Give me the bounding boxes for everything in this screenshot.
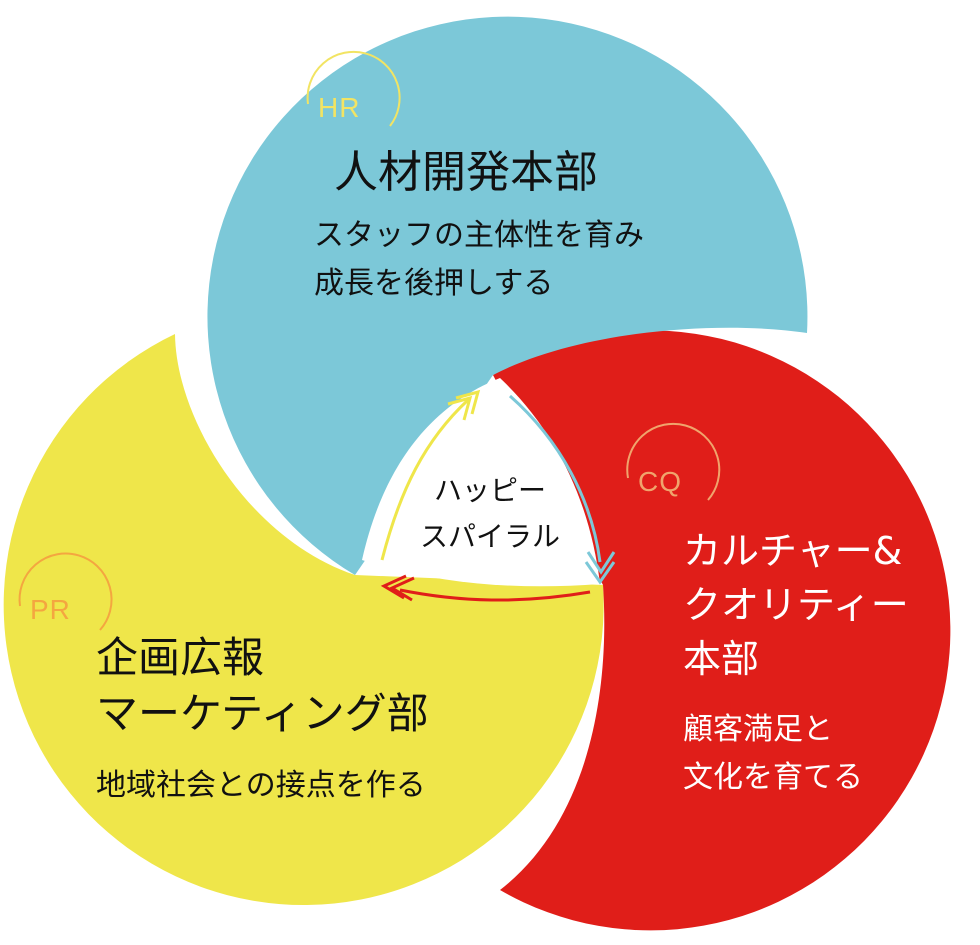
hr-desc-line1: スタッフの主体性を育み — [314, 218, 644, 253]
cq-lobe — [493, 330, 951, 931]
cq-title-line2: クオリティー — [683, 583, 909, 627]
cq-title-line1: カルチャー& — [683, 529, 903, 573]
center-hole — [362, 378, 600, 587]
hr-description: スタッフの主体性を育み 成長を後押しする — [314, 212, 644, 308]
hr-badge: HR — [318, 92, 361, 123]
hr-badge-ring — [306, 50, 401, 127]
pr-title-line1: 企画広報 — [96, 633, 265, 682]
center-label-line2: スパイラル — [419, 520, 560, 553]
spiral-arrow-yellow — [380, 389, 481, 561]
cq-badge-ring — [626, 422, 721, 501]
center-label: ハッピー スパイラル — [400, 468, 580, 560]
pr-title: 企画広報 マーケティング部 — [96, 630, 429, 742]
spiral-arrow-red — [380, 574, 591, 602]
pr-description: 地域社会との接点を作る — [96, 768, 426, 803]
hr-desc-line2: 成長を後押しする — [314, 266, 554, 301]
spiral-arrow-blue — [509, 394, 616, 585]
cq-desc-line2: 文化を育てる — [683, 760, 863, 795]
hr-lobe — [207, 16, 808, 575]
cq-title-line3: 本部 — [683, 637, 760, 681]
pr-title-line2: マーケティング部 — [96, 689, 429, 738]
pr-badge-ring — [18, 552, 113, 631]
center-label-line1: ハッピー — [433, 474, 546, 507]
cq-desc-line1: 顧客満足と — [683, 712, 833, 747]
cq-title: カルチャー& クオリティー 本部 — [683, 524, 909, 686]
pr-lobe — [3, 334, 604, 906]
cq-badge: CQ — [638, 466, 682, 497]
pr-badge: PR — [30, 594, 71, 625]
cq-description: 顧客満足と 文化を育てる — [683, 706, 863, 802]
hr-title: 人材開発本部 — [334, 147, 598, 198]
